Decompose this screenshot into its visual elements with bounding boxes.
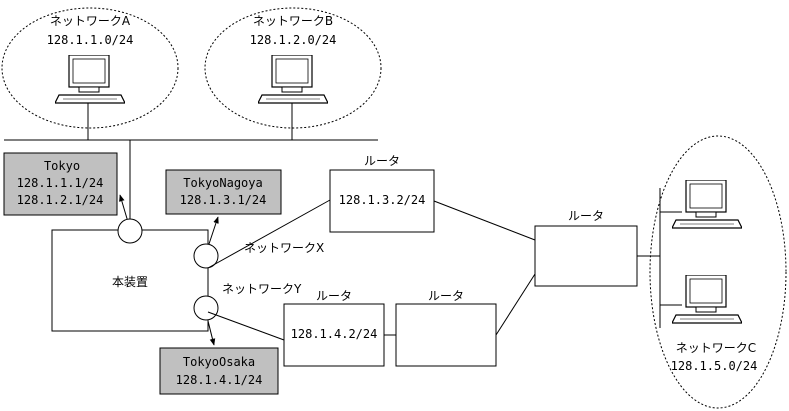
main-device: 本装置 [51, 229, 209, 332]
interface-circle-osaka [193, 295, 219, 321]
nagoya-addr: 128.1.3.1/24 [180, 193, 267, 207]
link-network-x [207, 199, 331, 269]
network-c-subnet: 128.1.5.0/24 [671, 359, 758, 373]
network-c-name: ネットワークC [676, 341, 756, 355]
network-c-boundary [649, 135, 787, 409]
interface-circle-nagoya [193, 243, 219, 269]
network-a-name: ネットワークA [50, 14, 131, 28]
router-3-label: ルータ [428, 289, 464, 303]
osaka-name: TokyoOsaka [183, 355, 255, 369]
router-4-label: ルータ [568, 209, 604, 223]
label-tokyo: Tokyo 128.1.1.1/24 128.1.2.1/24 [3, 152, 118, 216]
network-c: ネットワークC 128.1.5.0/24 [649, 135, 787, 409]
label-nagoya: TokyoNagoya 128.1.3.1/24 [165, 169, 282, 215]
computer-icon [672, 180, 742, 229]
computer-icon [672, 275, 742, 324]
router-4: ルータ [534, 209, 638, 287]
router-2-addr: 128.1.4.2/24 [291, 327, 378, 341]
network-b-boundary [204, 7, 382, 129]
router-3: ルータ [395, 289, 497, 367]
network-x-name: ネットワークX [244, 241, 324, 255]
router-1-label: ルータ [364, 154, 400, 168]
router-1: ルータ 128.1.3.2/24 [329, 154, 435, 233]
label-osaka: TokyoOsaka 128.1.4.1/24 [159, 347, 279, 395]
network-b-name: ネットワークB [253, 14, 333, 28]
device-label: 本装置 [112, 275, 148, 289]
interface-circle-tokyo [117, 218, 143, 244]
tokyo-name: Tokyo [44, 159, 80, 173]
link-r1-r4 [433, 200, 536, 241]
link-r3-r4 [495, 273, 536, 336]
network-a-boundary [1, 7, 179, 129]
computer-icon [55, 55, 125, 104]
osaka-pointer-arrow [207, 320, 216, 346]
network-a-subnet: 128.1.1.0/24 [47, 33, 134, 47]
network-b-subnet: 128.1.2.0/24 [250, 33, 337, 47]
router-2-label: ルータ [316, 289, 352, 303]
network-a: ネットワークA 128.1.1.0/24 [1, 7, 179, 140]
computer-icon [258, 55, 328, 104]
router-1-addr: 128.1.3.2/24 [339, 193, 426, 207]
tokyo-addr-1: 128.1.1.1/24 [17, 176, 104, 190]
tokyo-pointer-arrow [119, 194, 129, 223]
osaka-addr: 128.1.4.1/24 [176, 373, 263, 387]
link-network-y [207, 311, 285, 341]
router-2: ルータ 128.1.4.2/24 [283, 289, 385, 367]
tokyo-addr-2: 128.1.2.1/24 [17, 193, 104, 207]
nagoya-name: TokyoNagoya [183, 176, 262, 190]
network-b: ネットワークB 128.1.2.0/24 [204, 7, 382, 140]
network-y-name: ネットワークY [222, 282, 302, 296]
